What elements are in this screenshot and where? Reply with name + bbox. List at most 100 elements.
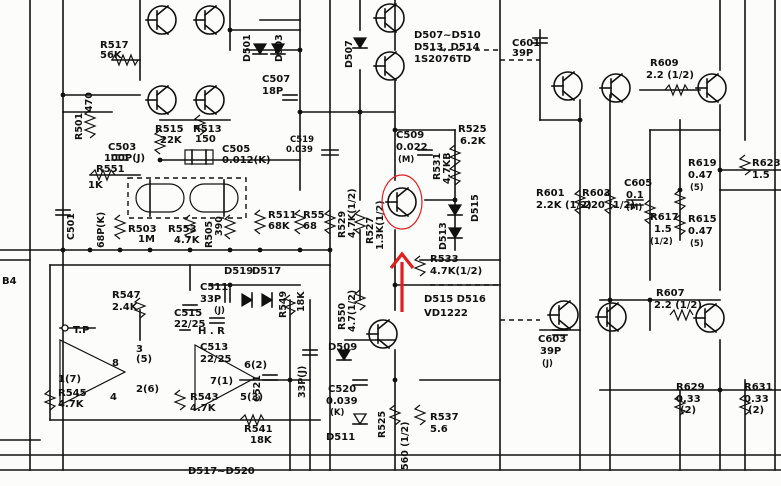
label-c519: C519 <box>290 135 314 145</box>
label-c503-value: 100P(J) <box>104 153 145 164</box>
transistor-q-top-left-b <box>193 4 225 36</box>
label-r615-watt: (5) <box>690 239 704 249</box>
resistor-r609 <box>664 83 689 97</box>
resistor-r607 <box>669 308 694 322</box>
label-c520-value: 0.039 <box>326 396 358 407</box>
label-c509-tolerance: (M) <box>398 155 414 165</box>
transistor-q-top-left-a <box>145 4 177 36</box>
capacitor-c511 <box>224 287 231 303</box>
resistor-r525 <box>388 404 402 426</box>
label-r503: R503 <box>128 224 157 235</box>
capacitor-c605 <box>626 199 644 206</box>
label-r55x: R55 <box>303 210 325 221</box>
resistor-r517 <box>111 53 139 67</box>
label-r533-value: 4.7K(1/2) <box>430 266 482 277</box>
capacitor-c513 <box>209 317 225 324</box>
resistor-r527 <box>353 209 367 235</box>
label-r515-value: 22K <box>160 135 183 146</box>
resistor-r549 <box>283 294 297 316</box>
label-r617: R617 <box>650 212 679 223</box>
resistor-r513 <box>193 114 207 136</box>
label-r525b: R525 <box>458 124 487 135</box>
label-c501: C501 <box>66 213 77 240</box>
label-vd1222: VD1222 <box>424 308 468 319</box>
label-c603: C603 <box>538 334 566 345</box>
resistor-r629 <box>673 394 687 416</box>
label-r631: R631 <box>744 382 773 393</box>
label-r511-value: 68K <box>268 221 291 232</box>
dual-fet-package <box>127 177 247 219</box>
label-pin-1: 1(7) <box>58 374 81 385</box>
highlight-circle <box>381 174 423 230</box>
label-c505-value: 0.012(K) <box>222 155 271 166</box>
label-c503: C503 <box>108 142 136 153</box>
label-d501: D501 <box>242 34 253 62</box>
transistor-q-right-lower-a <box>547 299 579 331</box>
resistor-r631 <box>738 394 752 416</box>
resistors <box>43 53 752 427</box>
op-amps <box>59 324 257 411</box>
label-r513: R513 <box>193 124 222 135</box>
op-amp-left <box>59 339 127 406</box>
resistor-r531 <box>448 164 462 186</box>
label-r529: R529 <box>337 211 348 238</box>
resistor-r503 <box>113 214 127 240</box>
label-r603-value: 220 (1/2) <box>584 200 635 211</box>
resistor-r533 <box>413 255 427 277</box>
label-c513-value: 22/25 <box>200 354 232 365</box>
label-r551-value: 1K <box>88 180 104 191</box>
label-r503-value: 1M <box>138 234 155 245</box>
label-d519: D519 <box>224 266 253 277</box>
label-r545-value: 4.7K <box>58 399 85 410</box>
label-r505: R505 <box>204 221 215 248</box>
resistor-r525b <box>448 144 462 166</box>
label-r617-watt: (1/2) <box>650 237 673 247</box>
label-r629-value: 0.33 <box>676 394 701 405</box>
label-c517-value: 33P(J) <box>297 366 308 398</box>
label-r541: R541 <box>244 424 273 435</box>
op-amp-right <box>194 343 257 411</box>
label-r525: R525 <box>377 411 388 438</box>
label-r515: R515 <box>155 124 184 135</box>
label-d517: D517 <box>252 266 281 277</box>
resistor-r601 <box>573 189 587 215</box>
highlight-annotation <box>381 174 423 312</box>
capacitor-c509 <box>417 149 433 156</box>
resistor-r551 <box>89 168 116 182</box>
label-r529-value: 4.7K(1/2) <box>347 188 358 238</box>
diode-d501 <box>252 43 268 56</box>
label-c511: C511 <box>200 282 228 293</box>
label-r505-value: 390 <box>214 216 225 236</box>
label-r623: R623 <box>752 158 781 169</box>
label-r553-value: 4.7K <box>174 235 201 246</box>
wiring <box>0 0 781 471</box>
resistor-r515 <box>153 129 167 155</box>
transistor-q-top-center-a <box>373 2 405 34</box>
resistor-r529 <box>323 209 337 235</box>
label-r629-watt: (2) <box>680 405 696 416</box>
label-c521: C521 <box>252 375 263 402</box>
capacitor-c521 <box>262 374 278 381</box>
label-r545: R545 <box>58 388 87 399</box>
capacitor-c603 <box>552 329 568 336</box>
capacitor-c515 <box>182 304 198 311</box>
label-pin-4: 4 <box>110 392 117 403</box>
label-r501-value: 470 <box>84 92 95 112</box>
transistor-q-right-upper-c <box>695 72 727 104</box>
capacitor-c507 <box>282 94 298 101</box>
diode-d503 <box>270 43 286 56</box>
label-r601-value: 2.2K (1/2) <box>536 200 592 211</box>
capacitor-c519 <box>321 149 339 156</box>
label-r549-value: 18K <box>296 291 307 312</box>
transistor-q-right-lower-c <box>693 302 725 334</box>
label-d511: D511 <box>326 432 355 443</box>
label-r603: R603 <box>582 188 611 199</box>
transistor-q-right-upper-b <box>599 72 631 104</box>
label-c605: C605 <box>624 178 652 189</box>
capacitor-c520 <box>352 379 368 386</box>
diode-d515 <box>447 204 463 217</box>
label-r547-value: 2.4K <box>112 302 139 313</box>
highlight-arrow-head <box>389 251 415 269</box>
capacitor-c501 <box>55 209 71 216</box>
